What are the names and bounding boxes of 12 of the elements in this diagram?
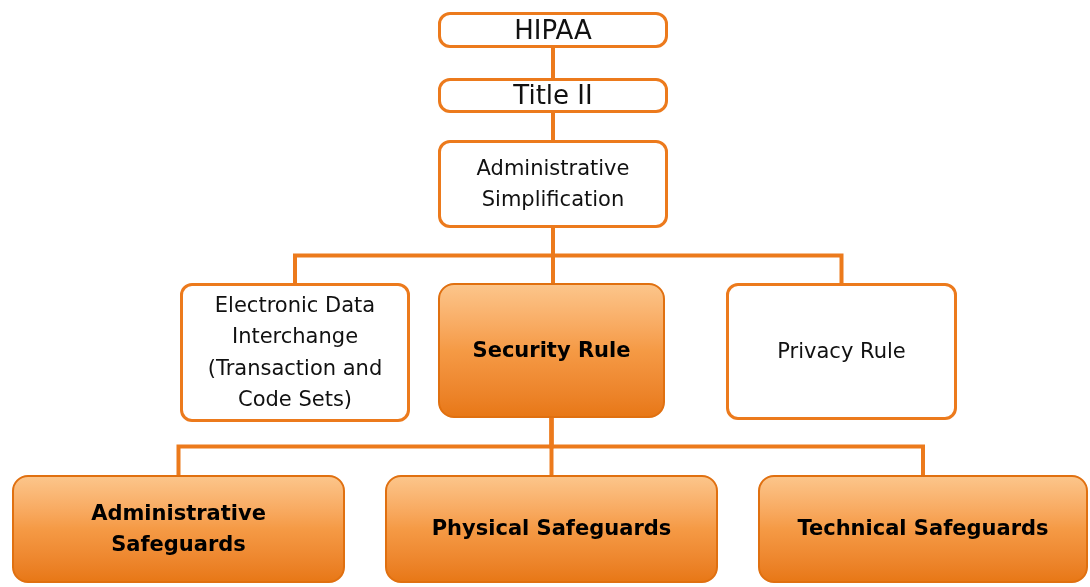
connector-line bbox=[551, 113, 555, 140]
org-box: Title II bbox=[438, 78, 668, 113]
org-box: Administrative Simplification bbox=[438, 140, 668, 228]
org-box: Electronic Data Interchange (Transaction and Code Sets) bbox=[180, 283, 410, 422]
org-box: HIPAA bbox=[438, 12, 668, 48]
highlighted-box: Administrative Safeguards bbox=[12, 475, 345, 583]
highlighted-box: Physical Safeguards bbox=[385, 475, 718, 583]
connector-line bbox=[549, 418, 925, 475]
connector-line bbox=[551, 48, 555, 78]
highlighted-box: Security Rule bbox=[438, 283, 665, 418]
highlighted-box: Technical Safeguards bbox=[758, 475, 1088, 583]
org-box: Privacy Rule bbox=[726, 283, 957, 420]
